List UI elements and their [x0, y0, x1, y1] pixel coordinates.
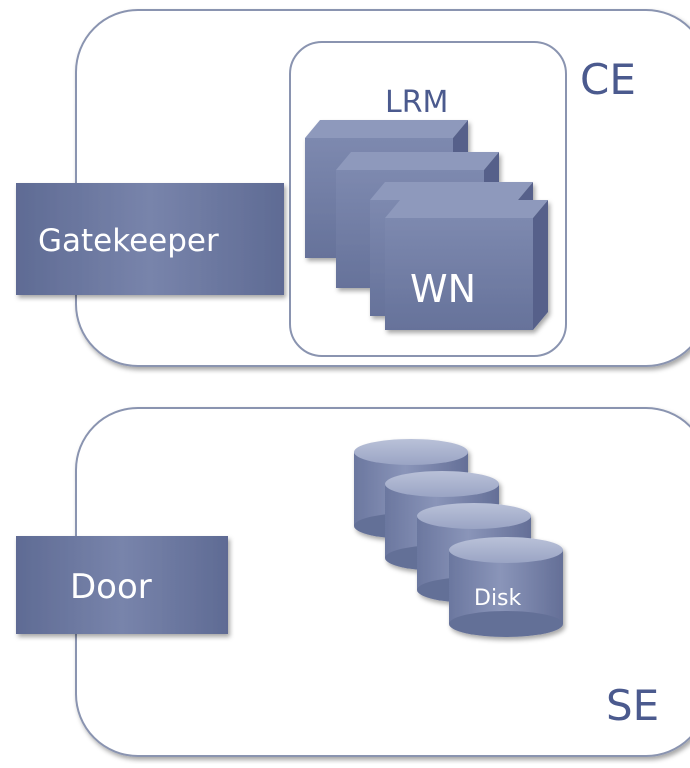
ce-label: CE	[580, 55, 636, 104]
disk-stack: Disk	[354, 439, 563, 637]
gatekeeper-label: Gatekeeper	[38, 223, 219, 259]
door-box: Door	[16, 536, 228, 634]
disk-cylinder-front	[449, 537, 563, 637]
disk-label: Disk	[474, 586, 522, 611]
se-container: SE	[75, 407, 690, 757]
worker-node-stack: WN	[305, 120, 548, 330]
door-label: Door	[70, 567, 152, 607]
worker-node-cube-front	[385, 200, 548, 330]
gatekeeper-box: Gatekeeper	[16, 183, 284, 295]
lrm-label: LRM	[385, 85, 448, 120]
se-label: SE	[606, 681, 659, 730]
lrm-container: LRM	[289, 41, 567, 357]
wn-label: WN	[410, 267, 476, 311]
lrm-outline	[289, 41, 567, 357]
